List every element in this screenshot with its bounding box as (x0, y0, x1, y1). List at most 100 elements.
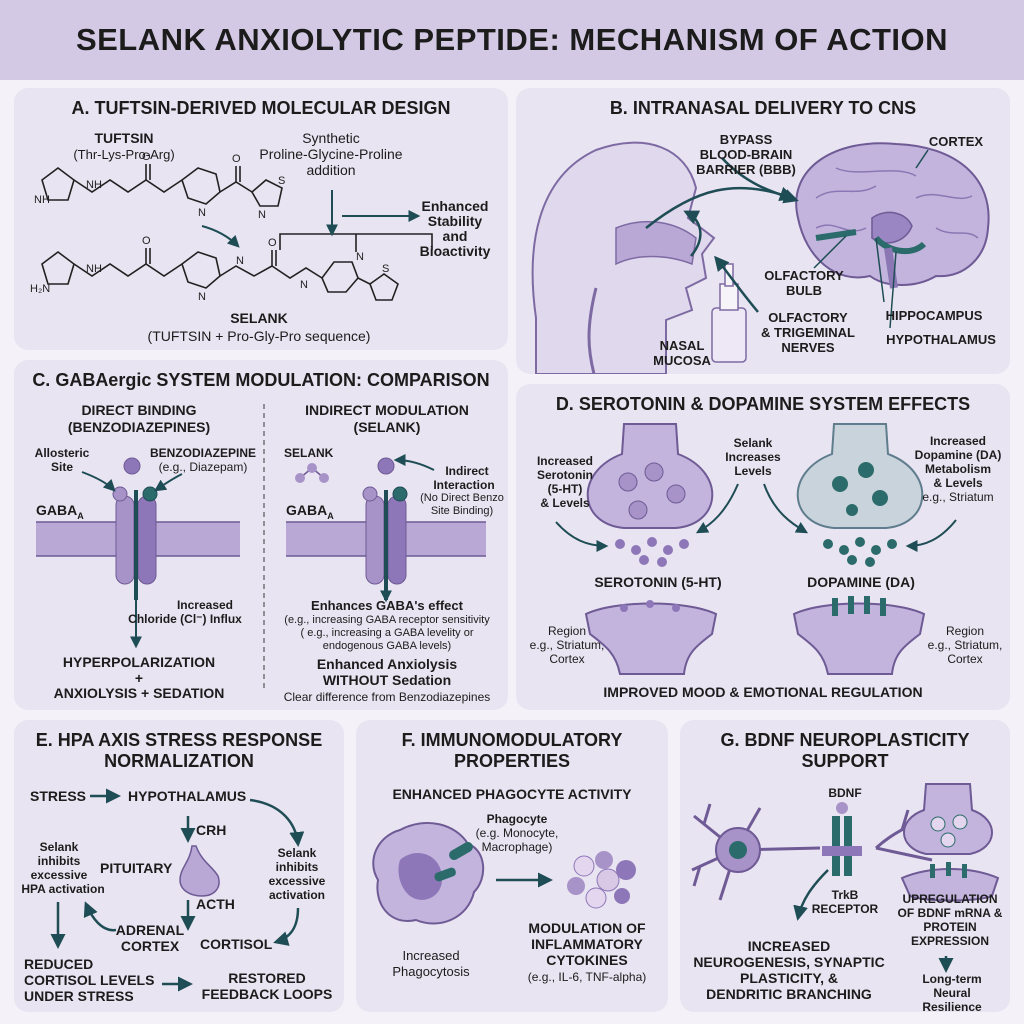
panel-g-title-2: SUPPORT (801, 751, 889, 771)
panel-e-title-2: NORMALIZATION (104, 751, 254, 771)
upregulation-label-1: UPREGULATION (902, 892, 998, 906)
region-left-2: e.g., Striatum, (529, 638, 605, 652)
cortisol-label: CORTISOL (200, 936, 273, 952)
dopamine-molecules (823, 537, 897, 567)
atom-label: O (142, 235, 151, 247)
thiophane-ring (369, 273, 399, 301)
crh-label: CRH (196, 822, 227, 838)
nasal-mucosa-label-1: NASAL (659, 338, 705, 353)
nasal-mucosa-label-2: MUCOSA (653, 353, 711, 368)
increased-label-2: NEUROGENESIS, SYNAPTIC (693, 954, 885, 970)
modulation-label-1: MODULATION OF (528, 920, 646, 936)
diazepam-label: (e.g., Diazepam) (158, 460, 248, 474)
inhibits-left-3: excessive (30, 868, 88, 882)
increased-serotonin-1: Increased (536, 454, 594, 468)
increased-phagocytosis-1: Increased (402, 948, 460, 963)
atom-label: N (258, 209, 266, 221)
gaba-receptor-right (362, 457, 408, 600)
region-right-1: Region (945, 624, 985, 638)
increased-dopamine-2: Dopamine (DA) (914, 448, 1002, 462)
panel-f-title-2: PROPERTIES (453, 751, 571, 771)
atom-label: O (232, 153, 241, 165)
enhanced-anxiolysis-label-1: Enhanced Anxiolysis (316, 656, 458, 672)
synapse (900, 783, 1000, 902)
panel-a-title: A. TUFTSIN-DERIVED MOLECULAR DESIGN (71, 98, 451, 118)
tuftsin-sequence: (Thr-Lys-Pro-Arg) (73, 147, 175, 162)
increased-dopamine-5: e.g., Striatum (922, 490, 994, 504)
increased-label-1: INCREASED (747, 938, 831, 954)
cortex-label: CORTEX (928, 134, 984, 149)
panel-b-intranasal-delivery: B. INTRANASAL DELIVERY TO CNS (516, 88, 1010, 374)
hyperpolarization-label: HYPERPOLARIZATION (62, 654, 216, 670)
panel-d-title: D. SEROTONIN & DOPAMINE SYSTEM EFFECTS (555, 394, 971, 414)
atom-label: N (198, 207, 206, 219)
pyrrolidine-ring-1 (41, 167, 75, 201)
enhanced-anxiolysis-label-2: WITHOUT Sedation (322, 672, 452, 688)
benzodiazepine-label: BENZODIAZEPINE (149, 446, 256, 460)
page-title: SELANK ANXIOLYTIC PEPTIDE: MECHANISM OF … (75, 22, 949, 57)
atom-label: H₂N (30, 283, 50, 295)
atom-label: O (142, 151, 151, 163)
synthetic-label-1: Synthetic (302, 130, 360, 146)
dopamine-presynaptic-terminal (796, 423, 924, 529)
pyrrolidine-ring-2 (41, 251, 75, 285)
enhances-detail-3: endogenous GABA levels) (322, 640, 452, 652)
selank-increases-3: Levels (734, 464, 772, 478)
region-right-2: e.g., Striatum, (927, 638, 1003, 652)
increased-serotonin-3: (5-HT) (547, 482, 583, 496)
cytokine-cluster (567, 851, 636, 909)
direct-binding-heading-2: (BENZODIAZEPINES) (67, 419, 211, 435)
inhibits-right-1: Selank (277, 846, 317, 860)
allosteric-label-1: Allosteric (34, 446, 90, 460)
title-banner: SELANK ANXIOLYTIC PEPTIDE: MECHANISM OF … (0, 0, 1024, 80)
phagocyte-label-3: Macrophage) (481, 840, 553, 854)
hippocampus-label: HIPPOCAMPUS (885, 308, 983, 323)
selank-molecule-icon (295, 463, 329, 483)
acth-label: ACTH (196, 896, 235, 912)
increased-label-3: PLASTICITY, & (739, 970, 838, 986)
indirect-label-3: (No Direct Benzo (420, 492, 504, 504)
reduced-label-2: CORTISOL LEVELS (24, 972, 155, 988)
enhanced-label-1: Enhanced (421, 198, 489, 214)
increased-serotonin-2: Serotonin (537, 468, 593, 482)
inhibits-left-2: inhibits (37, 854, 81, 868)
nerves-label-2: & TRIGEMINAL (761, 325, 855, 340)
olfactory-bulb-label-1: OLFACTORY (764, 268, 844, 283)
chloride-label-1: Increased (176, 598, 234, 612)
reduced-label-1: REDUCED (24, 956, 94, 972)
increased-dopamine-1: Increased (929, 434, 987, 448)
panel-c-gabaergic: C. GABAergic SYSTEM MODULATION: COMPARIS… (14, 360, 508, 710)
indirect-label-4: Site Binding) (430, 505, 494, 517)
increased-phagocytosis-2: Phagocytosis (392, 964, 470, 979)
upregulation-label-2: OF BDNF mRNA & (897, 906, 1003, 920)
serotonin-molecules (615, 537, 689, 567)
panel-c-title: C. GABAergic SYSTEM MODULATION: COMPARIS… (32, 370, 490, 390)
phagocyte-label-1: Phagocyte (486, 812, 548, 826)
bypass-label-2: BLOOD-BRAIN (699, 147, 793, 162)
enhanced-phagocyte-label: ENHANCED PHAGOCYTE ACTIVITY (392, 786, 632, 802)
trkb-label-1: TrkB (831, 888, 859, 902)
serotonin-postsynaptic-terminal (584, 600, 718, 675)
trkb-receptor (822, 802, 862, 876)
long-term-label-2: Neural Resilience (922, 986, 982, 1012)
selank-label: SELANK (284, 446, 334, 460)
region-left-1: Region (547, 624, 587, 638)
nerves-label-1: OLFACTORY (768, 310, 848, 325)
serotonin-label: SEROTONIN (5-HT) (594, 574, 722, 590)
synthetic-label-3: addition (306, 162, 356, 178)
selank-label: SELANK (230, 310, 288, 326)
atom-label: NH (34, 194, 50, 206)
inhibits-left-1: Selank (39, 840, 79, 854)
enhances-detail-2: ( e.g., increasing a GABA levelity or (300, 627, 474, 639)
panel-d-serotonin-dopamine: D. SEROTONIN & DOPAMINE SYSTEM EFFECTS (516, 384, 1010, 710)
enhanced-label-4: Bioactivity (419, 243, 491, 259)
dopamine-label: DOPAMINE (DA) (807, 574, 915, 590)
dopamine-postsynaptic-terminal (792, 596, 926, 675)
pituitary-label: PITUITARY (100, 860, 173, 876)
enhanced-label-2: Stability (427, 213, 483, 229)
neuron-nucleus (729, 841, 747, 859)
piperidine-ring-1 (181, 167, 221, 205)
gaba-a-label-right: GABAA (286, 502, 334, 521)
panel-f-immunomodulatory: F. IMMUNOMODULATORY PROPERTIES ENHANCED … (356, 720, 668, 1012)
increased-dopamine-3: Metabolism (924, 462, 991, 476)
